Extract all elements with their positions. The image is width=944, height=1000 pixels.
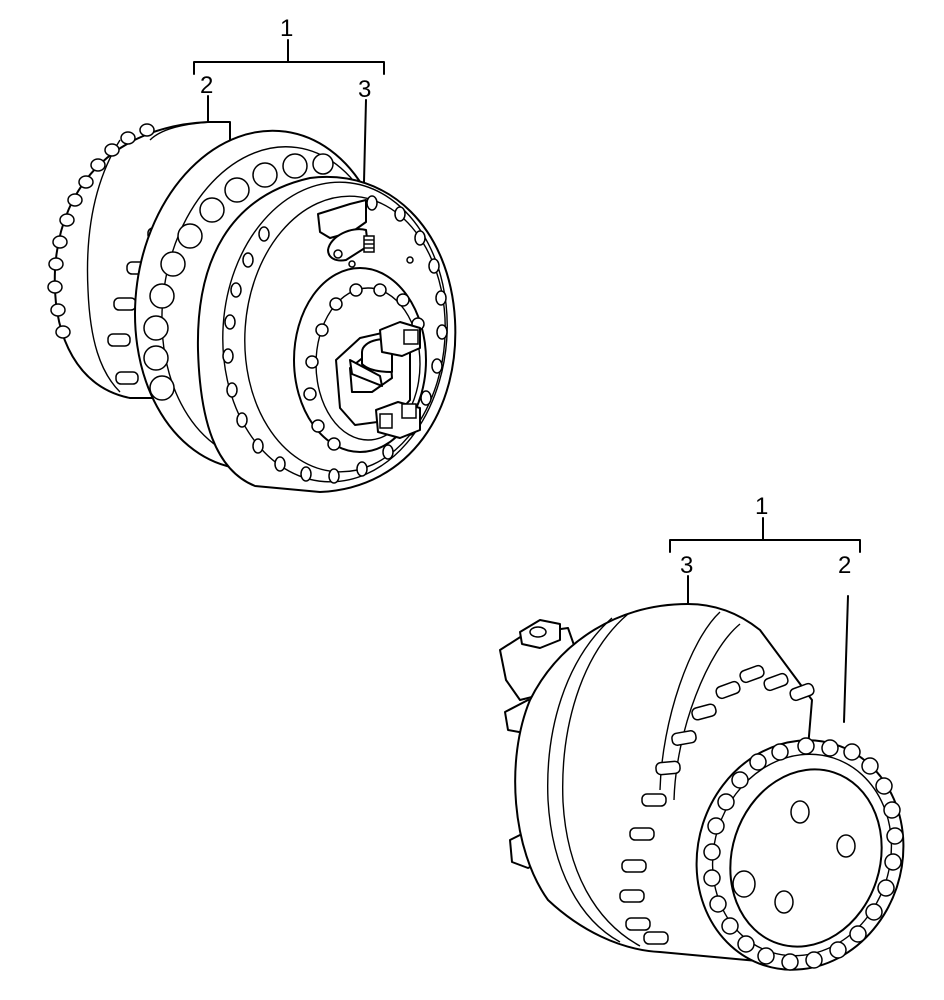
callout-bottom-right: 2 xyxy=(838,552,851,579)
callout-bracket-bottom xyxy=(669,517,861,723)
end-face-bolt-ring xyxy=(703,737,904,971)
stud-bolts-bottom xyxy=(619,664,815,945)
callout-top-group: 1 xyxy=(280,15,293,42)
callout-bottom-left: 3 xyxy=(680,552,693,579)
drum-end-face xyxy=(695,739,905,971)
callout-top-left: 2 xyxy=(200,72,213,99)
callout-bracket-top xyxy=(193,39,385,183)
end-face-holes xyxy=(732,800,856,914)
assembly-bottom: 1 3 2 xyxy=(499,493,905,971)
mounting-bracket-top xyxy=(317,199,414,268)
callout-top-right: 3 xyxy=(358,76,371,103)
callout-bottom-group: 1 xyxy=(755,493,768,520)
rear-bolt-ring xyxy=(47,123,155,339)
flange-hex-bolts xyxy=(143,153,334,401)
assembly-top: 1 2 3 xyxy=(47,15,457,493)
output-yoke-top xyxy=(335,321,421,439)
